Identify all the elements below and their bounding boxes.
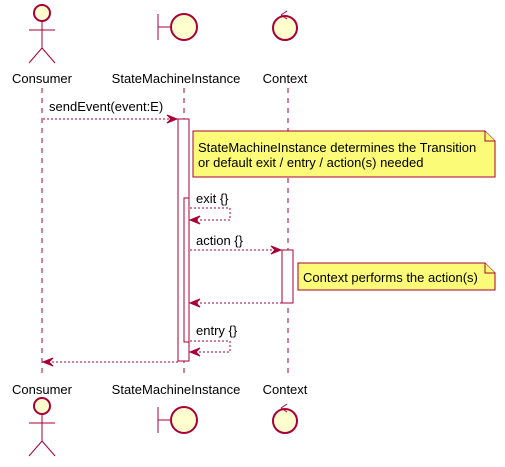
context-action-note	[297, 262, 496, 291]
event-return-arrowhead	[41, 357, 54, 367]
action-arrowhead	[270, 245, 283, 255]
consumer-actor-icon	[28, 4, 56, 64]
context-top-label: Context	[263, 71, 308, 86]
entry-label: entry {}	[196, 323, 238, 338]
transition-note-line-1: StateMachineInstance determines the Tran…	[198, 140, 476, 155]
consumer-top-label: Consumer	[12, 71, 73, 86]
statemachineinstance-top-label: StateMachineInstance	[112, 71, 241, 86]
context-control-icon	[272, 10, 298, 41]
exit-label: exit {}	[196, 191, 229, 206]
context-action-note-text: Context performs the action(s)	[303, 270, 478, 285]
send-event-label: sendEvent(event:E)	[49, 99, 163, 114]
exit-self-arrowhead	[188, 215, 201, 225]
context-activation	[281, 249, 294, 304]
context-bottom-control-icon	[272, 403, 298, 434]
transition-note-line-2: or default exit / entry / action(s) need…	[198, 155, 423, 170]
action-return-arrowhead	[188, 298, 201, 308]
consumer-bottom-actor-icon	[28, 397, 56, 457]
action-label: action {}	[196, 233, 244, 248]
transition-note	[192, 130, 496, 178]
send-event-arrowhead	[166, 114, 179, 124]
statemachineinstance-bottom-boundary-icon	[157, 406, 198, 434]
context-bottom-label: Context	[263, 382, 308, 397]
statemachineinstance-nested-activation	[183, 197, 190, 343]
statemachineinstance-bottom-label: StateMachineInstance	[112, 382, 241, 397]
statemachineinstance-boundary-icon	[157, 13, 198, 41]
entry-self-arrowhead	[188, 347, 201, 357]
exit-self-arrow	[190, 207, 231, 221]
entry-self-arrow	[190, 340, 231, 353]
consumer-bottom-label: Consumer	[12, 382, 73, 397]
